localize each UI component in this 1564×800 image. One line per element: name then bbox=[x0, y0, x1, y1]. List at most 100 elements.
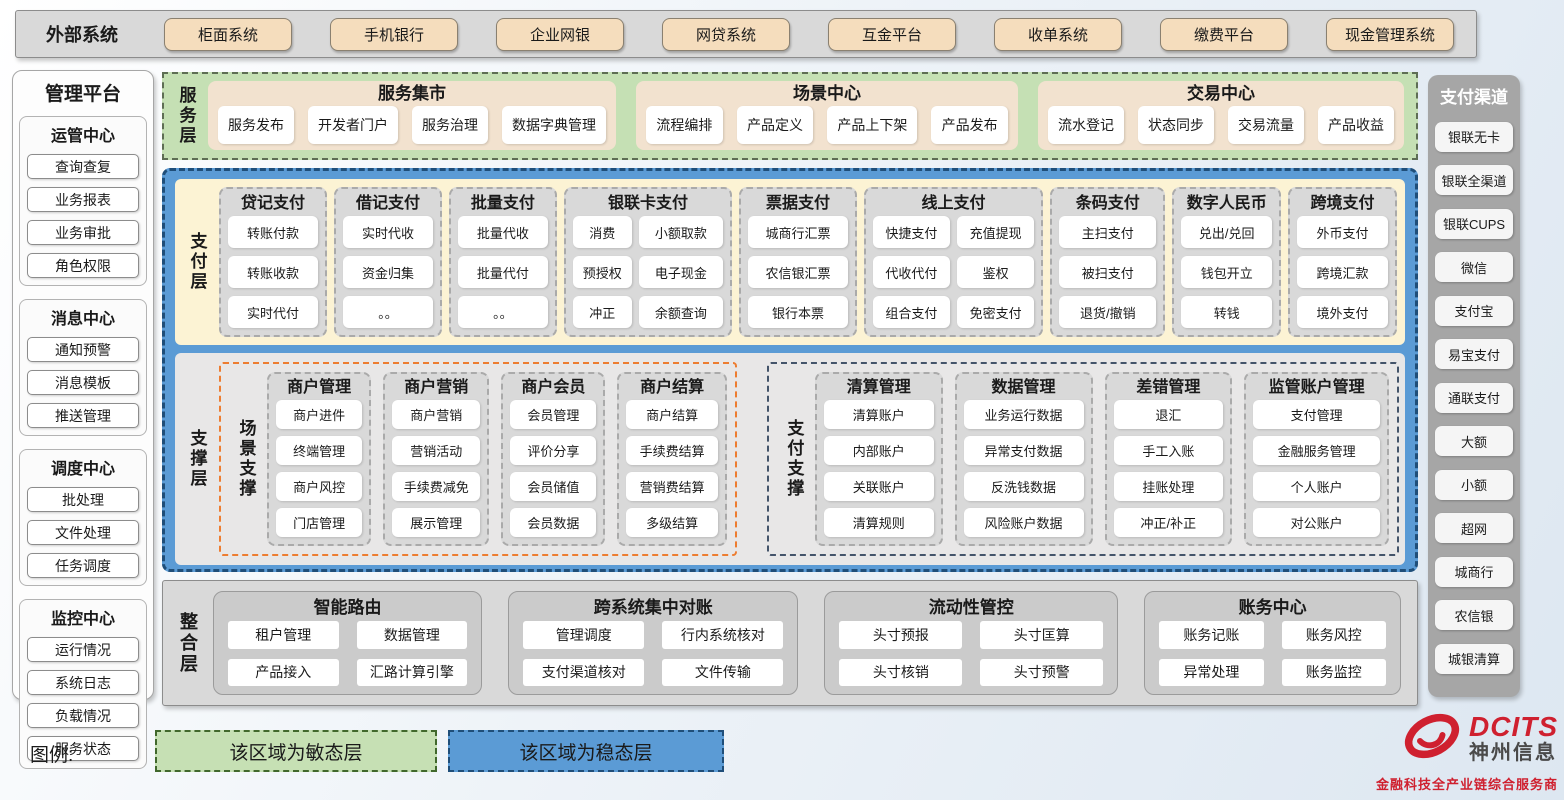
support-item-button[interactable]: 门店管理 bbox=[276, 508, 363, 537]
pay-item-button[interactable]: 组合支付 bbox=[872, 296, 951, 328]
support-item-button[interactable]: 内部账户 bbox=[823, 436, 934, 465]
support-item-button[interactable]: 挂账处理 bbox=[1113, 472, 1224, 501]
integration-item-button[interactable]: 行内系统核对 bbox=[662, 621, 784, 649]
payment-channel-button[interactable]: 银联CUPS bbox=[1435, 208, 1513, 239]
external-system-button[interactable]: 柜面系统 bbox=[164, 17, 292, 51]
pay-item-button[interactable]: 冲正 bbox=[572, 296, 632, 328]
pay-item-button[interactable]: 。。 bbox=[342, 296, 433, 328]
payment-channel-button[interactable]: 农信银 bbox=[1435, 600, 1513, 630]
support-item-button[interactable]: 退汇 bbox=[1113, 400, 1224, 429]
management-item-button[interactable]: 消息模板 bbox=[27, 370, 139, 395]
integration-item-button[interactable]: 产品接入 bbox=[228, 658, 339, 686]
support-item-button[interactable]: 评价分享 bbox=[510, 436, 597, 465]
external-system-button[interactable]: 缴费平台 bbox=[1160, 17, 1288, 51]
external-system-button[interactable]: 手机银行 bbox=[330, 17, 458, 51]
pay-item-button[interactable]: 资金归集 bbox=[342, 256, 433, 288]
pay-item-button[interactable]: 转账收款 bbox=[228, 256, 318, 288]
support-item-button[interactable]: 会员管理 bbox=[510, 400, 597, 429]
support-item-button[interactable]: 清算规则 bbox=[823, 508, 934, 537]
integration-item-button[interactable]: 头寸匡算 bbox=[980, 621, 1104, 649]
pay-item-button[interactable]: 批量代收 bbox=[457, 216, 548, 248]
pay-item-button[interactable]: 城商行汇票 bbox=[748, 216, 848, 248]
service-item-button[interactable]: 开发者门户 bbox=[308, 106, 398, 144]
support-item-button[interactable]: 商户进件 bbox=[276, 400, 363, 429]
payment-channel-button[interactable]: 支付宝 bbox=[1435, 295, 1513, 326]
service-item-button[interactable]: 产品发布 bbox=[931, 106, 1009, 144]
service-item-button[interactable]: 服务发布 bbox=[218, 106, 294, 144]
external-system-button[interactable]: 企业网银 bbox=[496, 17, 624, 51]
integration-item-button[interactable]: 头寸预警 bbox=[980, 658, 1104, 686]
pay-item-button[interactable]: 代收代付 bbox=[872, 256, 951, 288]
integration-item-button[interactable]: 头寸核销 bbox=[839, 658, 963, 686]
payment-channel-button[interactable]: 易宝支付 bbox=[1435, 339, 1513, 369]
pay-item-button[interactable]: 农信银汇票 bbox=[748, 256, 848, 288]
service-item-button[interactable]: 产品上下架 bbox=[827, 106, 918, 144]
support-item-button[interactable]: 金融服务管理 bbox=[1253, 436, 1381, 465]
support-item-button[interactable]: 反洗钱数据 bbox=[963, 472, 1084, 501]
support-item-button[interactable]: 展示管理 bbox=[392, 508, 481, 537]
support-item-button[interactable]: 异常支付数据 bbox=[963, 436, 1084, 465]
integration-item-button[interactable]: 支付渠道核对 bbox=[523, 658, 645, 686]
management-item-button[interactable]: 通知预警 bbox=[27, 337, 139, 362]
external-system-button[interactable]: 现金管理系统 bbox=[1326, 17, 1454, 51]
pay-item-button[interactable]: 主扫支付 bbox=[1059, 216, 1157, 248]
support-item-button[interactable]: 手续费结算 bbox=[626, 436, 718, 465]
payment-channel-button[interactable]: 通联支付 bbox=[1435, 382, 1513, 413]
pay-item-button[interactable]: 免密支付 bbox=[957, 296, 1035, 328]
payment-channel-button[interactable]: 银联全渠道 bbox=[1435, 165, 1513, 195]
service-item-button[interactable]: 状态同步 bbox=[1138, 106, 1214, 144]
integration-item-button[interactable]: 异常处理 bbox=[1159, 658, 1264, 686]
management-item-button[interactable]: 负载情况 bbox=[27, 703, 139, 728]
management-item-button[interactable]: 查询查复 bbox=[27, 154, 139, 179]
external-system-button[interactable]: 网贷系统 bbox=[662, 17, 790, 51]
support-item-button[interactable]: 商户风控 bbox=[276, 472, 363, 501]
support-item-button[interactable]: 对公账户 bbox=[1253, 508, 1381, 537]
management-item-button[interactable]: 业务报表 bbox=[27, 187, 139, 212]
management-item-button[interactable]: 任务调度 bbox=[27, 553, 139, 578]
integration-item-button[interactable]: 文件传输 bbox=[662, 658, 784, 686]
support-item-button[interactable]: 风险账户数据 bbox=[963, 508, 1084, 537]
integration-item-button[interactable]: 租户管理 bbox=[228, 621, 339, 649]
pay-item-button[interactable]: 银行本票 bbox=[748, 296, 848, 328]
external-system-button[interactable]: 收单系统 bbox=[994, 17, 1122, 51]
integration-item-button[interactable]: 汇路计算引擎 bbox=[356, 658, 468, 686]
support-item-button[interactable]: 多级结算 bbox=[626, 508, 718, 537]
management-item-button[interactable]: 推送管理 bbox=[27, 403, 139, 428]
payment-channel-button[interactable]: 城银清算 bbox=[1435, 643, 1513, 674]
integration-item-button[interactable]: 账务记账 bbox=[1159, 621, 1264, 649]
integration-item-button[interactable]: 数据管理 bbox=[356, 621, 468, 649]
service-item-button[interactable]: 流程编排 bbox=[646, 106, 723, 144]
external-system-button[interactable]: 互金平台 bbox=[828, 17, 956, 51]
payment-channel-button[interactable]: 银联无卡 bbox=[1435, 121, 1513, 152]
management-item-button[interactable]: 文件处理 bbox=[27, 520, 139, 545]
service-item-button[interactable]: 产品收益 bbox=[1318, 106, 1394, 144]
payment-channel-button[interactable]: 小额 bbox=[1435, 469, 1513, 500]
integration-item-button[interactable]: 管理调度 bbox=[523, 621, 645, 649]
pay-item-button[interactable]: 转钱 bbox=[1181, 296, 1273, 328]
integration-item-button[interactable]: 账务风控 bbox=[1281, 621, 1386, 649]
pay-item-button[interactable]: 余额查询 bbox=[638, 296, 724, 328]
support-item-button[interactable]: 手续费减免 bbox=[392, 472, 481, 501]
pay-item-button[interactable]: 退货/撤销 bbox=[1059, 296, 1157, 328]
management-item-button[interactable]: 批处理 bbox=[27, 487, 139, 512]
support-item-button[interactable]: 冲正/补正 bbox=[1113, 508, 1224, 537]
pay-item-button[interactable]: 跨境汇款 bbox=[1297, 256, 1388, 288]
support-item-button[interactable]: 关联账户 bbox=[823, 472, 934, 501]
pay-item-button[interactable]: 。。 bbox=[457, 296, 548, 328]
support-item-button[interactable]: 营销活动 bbox=[392, 436, 481, 465]
management-item-button[interactable]: 业务审批 bbox=[27, 220, 139, 245]
support-item-button[interactable]: 会员数据 bbox=[510, 508, 597, 537]
integration-item-button[interactable]: 头寸预报 bbox=[839, 621, 963, 649]
pay-item-button[interactable]: 实时代收 bbox=[342, 216, 433, 248]
support-item-button[interactable]: 商户营销 bbox=[392, 400, 481, 429]
support-item-button[interactable]: 终端管理 bbox=[276, 436, 363, 465]
pay-item-button[interactable]: 兑出/兑回 bbox=[1181, 216, 1273, 248]
service-item-button[interactable]: 数据字典管理 bbox=[502, 106, 606, 144]
support-item-button[interactable]: 营销费结算 bbox=[626, 472, 718, 501]
support-item-button[interactable]: 支付管理 bbox=[1253, 400, 1381, 429]
pay-item-button[interactable]: 外币支付 bbox=[1297, 216, 1388, 248]
service-item-button[interactable]: 流水登记 bbox=[1048, 106, 1124, 144]
management-item-button[interactable]: 角色权限 bbox=[27, 253, 139, 278]
integration-item-button[interactable]: 账务监控 bbox=[1281, 658, 1386, 686]
pay-item-button[interactable]: 预授权 bbox=[572, 256, 632, 288]
